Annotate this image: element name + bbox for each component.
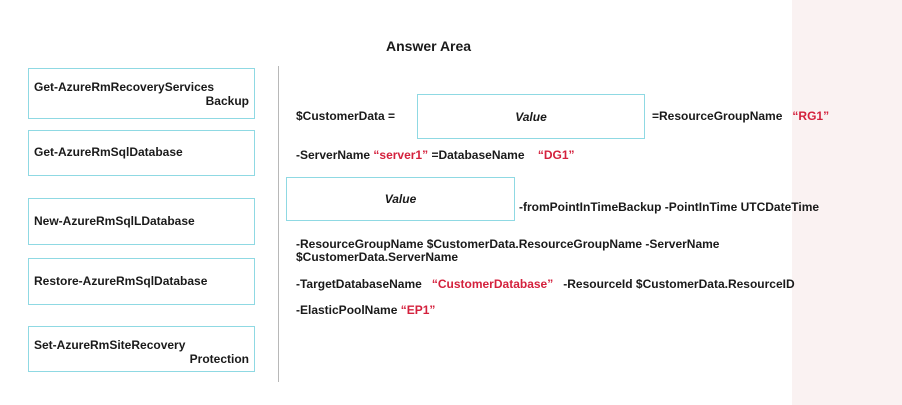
pool-value: “EP1” (400, 303, 436, 317)
elasticpoolname-param: -ElasticPoolName (296, 303, 398, 317)
tile-restore-azurermsqldatabase[interactable]: Restore-AzureRmSqlDatabase (28, 258, 255, 305)
tile-label: Restore-AzureRmSqlDatabase (34, 274, 208, 288)
tile-label-line1: Set-AzureRmSiteRecovery (34, 338, 186, 352)
customerdata-assign: $CustomerData = (296, 109, 396, 123)
resourceid-param: -ResourceId $CustomerData.ResourceID (563, 277, 795, 291)
tile-label-line2: Protection (189, 352, 249, 366)
servername-value: $CustomerData.ServerName (296, 250, 459, 264)
targetdatabasename-param: -TargetDatabaseName (296, 277, 422, 291)
answer-slot-2[interactable]: Value (286, 177, 515, 221)
tile-label-line1: Get-AzureRmRecoveryServices (34, 80, 215, 94)
target-value: “CustomerDatabase” (431, 277, 554, 291)
tile-new-azurermsqldatabase[interactable]: New-AzureRmSqlLDatabase (28, 198, 255, 245)
db-value: “DG1” (537, 148, 575, 162)
tile-get-azurermrecoveryservicesbackup[interactable]: Get-AzureRmRecoveryServices Backup (28, 68, 255, 119)
slot-placeholder: Value (515, 109, 547, 124)
right-edge-background (792, 0, 902, 405)
code-line-elasticpool: -ElasticPoolName “EP1” (296, 303, 435, 317)
resourcegroup-servername-params: -ResourceGroupName $CustomerData.Resourc… (296, 237, 720, 251)
resourcegroupname-param: =ResourceGroupName (652, 109, 783, 123)
code-line-customerdata: $CustomerData = (296, 109, 395, 123)
server-value: “server1” (373, 148, 429, 162)
servername-param: -ServerName (296, 148, 371, 162)
slot-placeholder: Value (384, 192, 417, 206)
tile-get-azurermsqldatabase[interactable]: Get-AzureRmSqlDatabase (28, 130, 255, 176)
code-line-servername: -ServerName “server1” =DatabaseName “DG1… (296, 148, 575, 162)
rg-value: “RG1” (792, 109, 830, 123)
code-line-targetdatabase: -TargetDatabaseName “CustomerDatabase” -… (296, 277, 795, 291)
answer-slot-1[interactable]: Value (417, 94, 645, 139)
pointintime-params: -fromPointInTimeBackup -PointInTime UTCD… (519, 200, 820, 214)
code-line-pointintime: -fromPointInTimeBackup -PointInTime UTCD… (519, 200, 819, 214)
answer-area-title: Answer Area (386, 38, 472, 54)
tile-label: Get-AzureRmSqlDatabase (34, 145, 183, 159)
code-line-resourcegroup: =ResourceGroupName “RG1” (652, 109, 829, 123)
tile-label-line2: Backup (205, 94, 249, 108)
databasename-param: =DatabaseName (431, 148, 525, 162)
code-line-resourcegroup-servername: -ResourceGroupName $CustomerData.Resourc… (296, 238, 719, 264)
tile-set-azurermsiterecoveryprotection[interactable]: Set-AzureRmSiteRecovery Protection (28, 326, 255, 372)
tile-label: New-AzureRmSqlLDatabase (34, 214, 195, 228)
panel-divider (278, 66, 279, 382)
